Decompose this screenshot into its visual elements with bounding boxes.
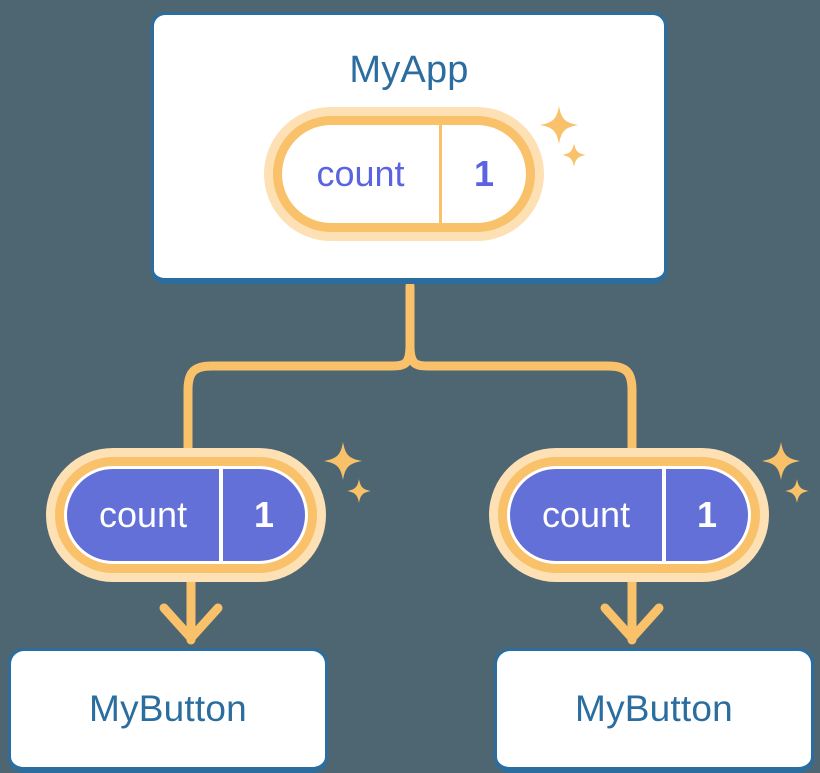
pill-halo: count 1 [489,448,769,582]
branch-connector [405,281,637,457]
pill-ring: count 1 [273,116,535,232]
state-pill-myapp-count[interactable]: count 1 [264,107,544,241]
sparkle-icon [324,442,362,480]
component-title: MyButton [89,688,247,729]
pill-body: count 1 [64,466,308,564]
branch-connector-left [183,340,415,457]
state-key-label: count [282,125,442,223]
pill-halo: count 1 [46,448,326,582]
state-value-label: 1 [697,494,718,535]
state-key-label: count [67,469,224,561]
state-pill-mybutton-left-count[interactable]: count 1 [46,448,326,582]
state-key-label: count [510,469,667,561]
state-value-label: 1 [473,153,495,194]
state-value-label: 1 [254,494,275,535]
sparkle-icon [785,479,809,503]
pill-body: count 1 [282,125,526,223]
sparkle-icon [347,479,371,503]
state-pill-mybutton-right-count[interactable]: count 1 [489,448,769,582]
pill-ring: count 1 [498,457,760,573]
component-card-mybutton-left[interactable]: MyButton [8,648,328,773]
component-title: MyButton [575,688,733,729]
pill-ring: count 1 [55,457,317,573]
pill-halo: count 1 [264,107,544,241]
pill-body: count 1 [507,466,751,564]
page-title: MyApp [349,49,469,91]
component-card-mybutton-right[interactable]: MyButton [494,648,814,773]
